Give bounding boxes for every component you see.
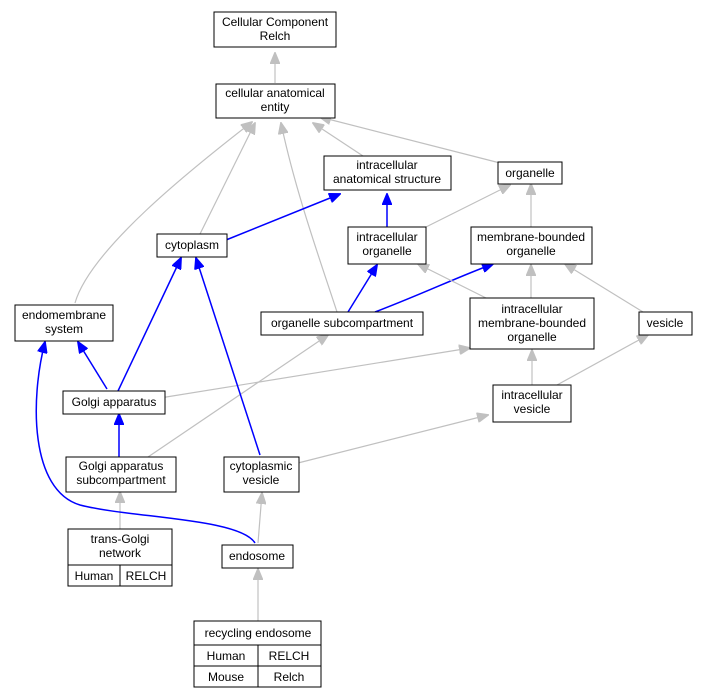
node-label: vesicle	[514, 402, 551, 416]
node-label: entity	[261, 100, 290, 114]
node-intracellular-membrane-bounded-organelle[interactable]: intracellular membrane-bounded organelle	[469, 297, 595, 350]
node-label: Golgi apparatus	[72, 395, 157, 409]
edge-vesicle-to-mbo	[565, 264, 644, 313]
node-label: intracellular	[501, 388, 562, 402]
node-intracellular-vesicle[interactable]: intracellular vesicle	[492, 384, 572, 423]
node-label: vesicle	[647, 316, 684, 330]
species-label: Human	[75, 569, 114, 583]
edge-golgi-to-endomembrane	[78, 342, 108, 390]
edge-cv-to-cytoplasm	[196, 258, 261, 456]
node-cellular-anatomical-entity[interactable]: cellular anatomical entity	[215, 83, 336, 119]
edge-endomembrane-to-cae	[74, 122, 252, 304]
node-endosome[interactable]: endosome	[221, 544, 294, 569]
edges	[35, 53, 648, 621]
node-label: organelle	[507, 330, 557, 344]
node-recycling-endosome[interactable]: recycling endosome Human RELCH Mouse Rel…	[193, 620, 322, 688]
edge-orgsub-to-io	[347, 265, 377, 313]
node-label: endomembrane	[22, 308, 106, 322]
node-label: organelle	[362, 244, 412, 258]
node-label: anatomical structure	[333, 172, 441, 186]
node-label: system	[45, 322, 83, 336]
annotation-row-human: Human RELCH	[67, 564, 173, 587]
edge-cv-to-iv	[297, 415, 488, 464]
species-label: Mouse	[208, 670, 244, 684]
node-label: subcompartment	[76, 473, 166, 487]
edge-iv-to-vesicle	[556, 335, 648, 386]
edge-endosome-to-cv	[258, 493, 262, 544]
node-membrane-bounded-organelle[interactable]: membrane-bounded organelle	[470, 226, 593, 265]
species-label: Human	[207, 649, 246, 663]
edge-organelle-to-cae	[320, 117, 501, 164]
edge-golgi-to-imbo	[159, 348, 470, 399]
node-cellular-component[interactable]: Cellular Component Relch	[213, 11, 337, 48]
edge-endosome-to-endomembrane	[35, 342, 256, 544]
node-label: cytoplasmic	[230, 459, 293, 473]
node-label: recycling endosome	[205, 626, 312, 640]
node-vesicle[interactable]: vesicle	[638, 311, 693, 336]
gene-cell	[257, 665, 322, 688]
node-label: Golgi apparatus	[79, 459, 164, 473]
node-cytoplasm[interactable]: cytoplasm	[156, 233, 228, 258]
node-golgi-apparatus[interactable]: Golgi apparatus	[62, 390, 166, 415]
node-label: membrane-bounded	[478, 316, 586, 330]
node-label: organelle subcompartment	[271, 316, 414, 330]
edge-golgi-to-cytoplasm	[117, 258, 181, 392]
node-trans-golgi-network[interactable]: trans-Golgi network Human RELCH	[67, 528, 173, 587]
gene-label: RELCH	[126, 569, 167, 583]
edge-orgsub-to-cae	[281, 123, 338, 313]
node-intracellular-organelle[interactable]: intracellular organelle	[347, 226, 427, 265]
node-intracellular-anatomical-structure[interactable]: intracellular anatomical structure	[323, 155, 452, 191]
edge-cytoplasm-to-ias	[225, 194, 340, 241]
node-organelle-subcompartment[interactable]: organelle subcompartment	[260, 311, 424, 336]
gene-cell	[119, 564, 173, 587]
node-label: membrane-bounded	[477, 230, 585, 244]
node-label: organelle	[506, 244, 556, 258]
edge-orgsub-to-mbo	[374, 264, 493, 313]
edge-gas-to-orgsub	[147, 335, 328, 458]
node-label: cellular anatomical	[225, 86, 324, 100]
node-label: intracellular	[501, 302, 562, 316]
node-label: trans-Golgi	[91, 532, 150, 546]
node-label: cytoplasm	[165, 238, 219, 252]
node-endomembrane-system[interactable]: endomembrane system	[14, 304, 114, 342]
node-label: endosome	[229, 549, 285, 563]
gene-label: RELCH	[269, 649, 310, 663]
edge-ias-to-cae	[313, 123, 364, 157]
node-organelle[interactable]: organelle	[497, 161, 563, 185]
edge-io-to-organelle	[423, 185, 510, 229]
annotation-row-human: Human RELCH	[193, 644, 322, 667]
node-label: Relch	[260, 29, 291, 43]
gene-label: Relch	[274, 670, 305, 684]
node-label: intracellular	[356, 230, 417, 244]
annotation-row-mouse: Mouse Relch	[193, 665, 322, 688]
node-golgi-apparatus-subcompartment[interactable]: Golgi apparatus subcompartment	[65, 456, 177, 493]
node-label: network	[99, 546, 142, 560]
node-label: Cellular Component	[222, 15, 329, 29]
node-cytoplasmic-vesicle[interactable]: cytoplasmic vesicle	[223, 456, 300, 493]
node-label: vesicle	[243, 473, 280, 487]
node-label: intracellular	[356, 158, 417, 172]
edge-imbo-to-io	[418, 264, 487, 299]
edge-cytoplasm-to-cae	[199, 123, 255, 235]
node-label: organelle	[505, 166, 555, 180]
